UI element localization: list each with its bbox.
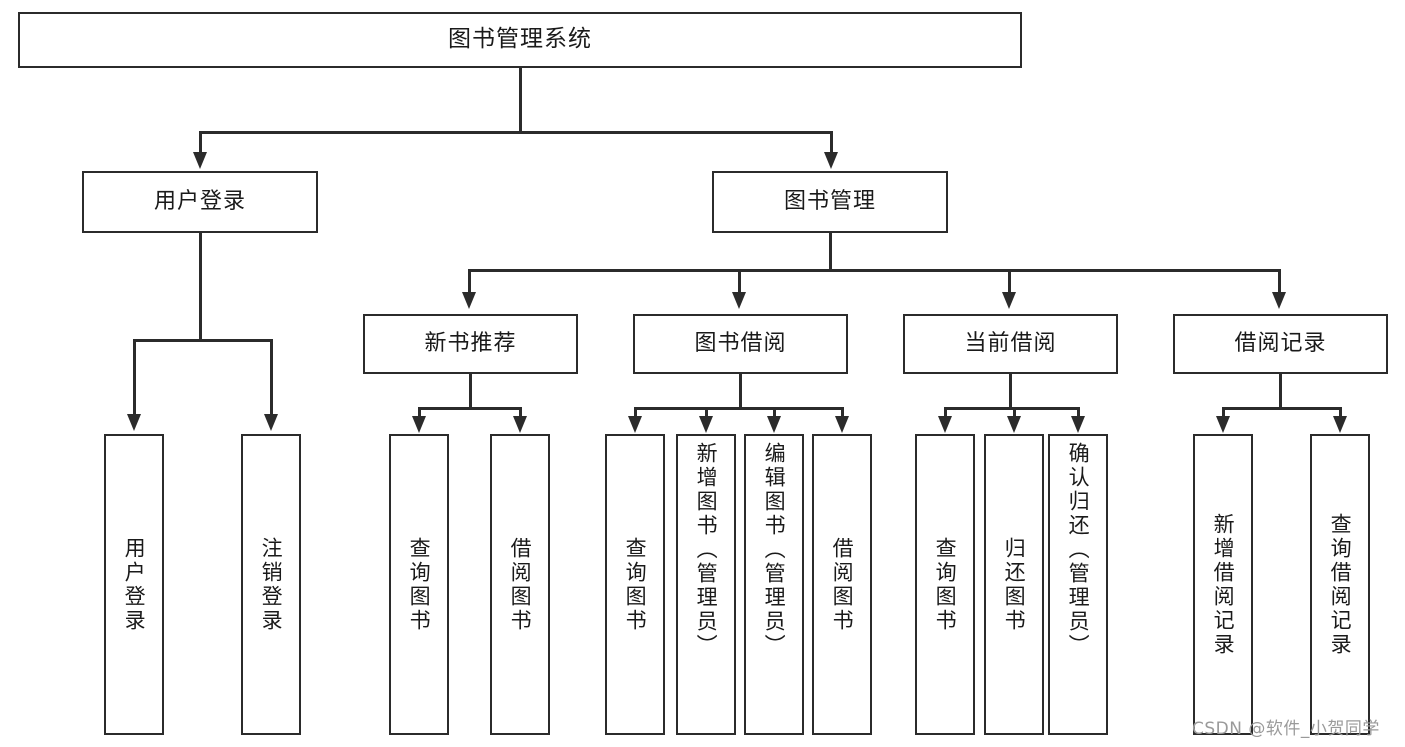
node-label: 图书管理 <box>783 188 876 214</box>
connector-bm-to-new-book <box>468 269 471 294</box>
leaf-user-login[interactable]: 用户登录 <box>104 434 164 735</box>
node-current-borrow[interactable]: 当前借阅 <box>903 314 1118 374</box>
connector-root-to-user-login <box>199 131 202 155</box>
arrowhead-book-management <box>824 152 838 169</box>
arrowhead-bb-leaf-1 <box>628 416 642 433</box>
leaf-label: 查询图书 <box>407 536 432 633</box>
arrowhead-br-leaf-2 <box>1333 416 1347 433</box>
connector-br-bus <box>1222 407 1341 410</box>
leaf-label: 用户登录 <box>122 536 147 633</box>
leaf-query-book-cb[interactable]: 查询图书 <box>915 434 975 735</box>
leaf-logout[interactable]: 注销登录 <box>241 434 301 735</box>
leaf-label: 新增借阅记录 <box>1211 512 1236 657</box>
arrowhead-bb-leaf-4 <box>835 416 849 433</box>
connector-bb-to-leaf-4 <box>841 407 844 419</box>
leaf-label: 查询图书 <box>623 536 648 633</box>
leaf-label: 归还图书 <box>1002 536 1027 633</box>
node-user-login[interactable]: 用户登录 <box>82 171 318 233</box>
leaf-return-book[interactable]: 归还图书 <box>984 434 1044 735</box>
arrowhead-bb-leaf-3 <box>767 416 781 433</box>
arrowhead-leaf-user-login <box>127 414 141 431</box>
leaf-borrow-book-bb[interactable]: 借阅图书 <box>812 434 872 735</box>
leaf-label: 新增图书（管理员） <box>694 442 719 658</box>
arrowhead-cb-leaf-1 <box>938 416 952 433</box>
leaf-label: 确认归还（管理员） <box>1066 442 1091 658</box>
node-borrow-record[interactable]: 借阅记录 <box>1173 314 1388 374</box>
node-new-book-recommend[interactable]: 新书推荐 <box>363 314 578 374</box>
leaf-query-book-nbr[interactable]: 查询图书 <box>389 434 449 735</box>
connector-bb-to-leaf-2 <box>705 407 708 419</box>
node-label: 当前借阅 <box>964 330 1057 356</box>
connector-br-to-leaf-1 <box>1222 407 1225 419</box>
connector-root-to-book-management <box>830 131 833 155</box>
leaf-add-book-admin[interactable]: 新增图书（管理员） <box>676 434 736 735</box>
connector-bm-to-borrow-record <box>1278 269 1281 294</box>
arrowhead-user-login <box>193 152 207 169</box>
connector-bm-to-book-borrow <box>738 269 741 294</box>
connector-bb-bus <box>634 407 843 410</box>
leaf-label: 借阅图书 <box>508 536 533 633</box>
connector-book-management-bus <box>468 269 1280 272</box>
connector-br-stem <box>1279 374 1282 410</box>
connector-bb-stem <box>739 374 742 410</box>
arrowhead-book-borrow <box>732 292 746 309</box>
leaf-add-borrow-record[interactable]: 新增借阅记录 <box>1193 434 1253 735</box>
node-label: 图书管理系统 <box>448 26 592 53</box>
leaf-edit-book-admin[interactable]: 编辑图书（管理员） <box>744 434 804 735</box>
arrowhead-nbr-leaf-2 <box>513 416 527 433</box>
arrowhead-bb-leaf-2 <box>699 416 713 433</box>
connector-br-to-leaf-2 <box>1339 407 1342 419</box>
connector-root-stem <box>519 68 522 132</box>
node-label: 图书借阅 <box>694 330 787 356</box>
connector-user-login-to-leaf-1 <box>133 339 136 417</box>
connector-cb-stem <box>1009 374 1012 410</box>
node-label: 借阅记录 <box>1234 330 1327 356</box>
watermark-text: CSDN @软件_小贺同学 <box>1192 719 1380 739</box>
connector-book-management-stem <box>829 233 832 271</box>
node-label: 新书推荐 <box>424 330 517 356</box>
leaf-label: 注销登录 <box>259 536 284 633</box>
connector-bb-to-leaf-1 <box>634 407 637 419</box>
connector-cb-bus <box>944 407 1078 410</box>
connector-root-bus <box>199 131 831 134</box>
leaf-query-book-bb[interactable]: 查询图书 <box>605 434 665 735</box>
arrowhead-new-book-recommend <box>462 292 476 309</box>
node-root-book-management-system[interactable]: 图书管理系统 <box>18 12 1022 68</box>
node-book-borrow[interactable]: 图书借阅 <box>633 314 848 374</box>
leaf-label: 借阅图书 <box>830 536 855 633</box>
connector-nbr-to-leaf-2 <box>519 407 522 419</box>
arrowhead-borrow-record <box>1272 292 1286 309</box>
leaf-query-borrow-record[interactable]: 查询借阅记录 <box>1310 434 1370 735</box>
connector-nbr-stem <box>469 374 472 410</box>
connector-cb-to-leaf-3 <box>1077 407 1080 419</box>
arrowhead-current-borrow <box>1002 292 1016 309</box>
connector-nbr-to-leaf-1 <box>418 407 421 419</box>
connector-nbr-bus <box>418 407 521 410</box>
arrowhead-leaf-logout <box>264 414 278 431</box>
arrowhead-nbr-leaf-1 <box>412 416 426 433</box>
connector-bm-to-current-borrow <box>1008 269 1011 294</box>
arrowhead-cb-leaf-2 <box>1007 416 1021 433</box>
connector-user-login-to-leaf-2 <box>270 339 273 417</box>
arrowhead-br-leaf-1 <box>1216 416 1230 433</box>
connector-bb-to-leaf-3 <box>773 407 776 419</box>
connector-cb-to-leaf-2 <box>1013 407 1016 419</box>
leaf-borrow-book-nbr[interactable]: 借阅图书 <box>490 434 550 735</box>
node-book-management[interactable]: 图书管理 <box>712 171 948 233</box>
leaf-confirm-return-admin[interactable]: 确认归还（管理员） <box>1048 434 1108 735</box>
connector-cb-to-leaf-1 <box>944 407 947 419</box>
connector-user-login-bus <box>133 339 271 342</box>
node-label: 用户登录 <box>153 188 246 214</box>
leaf-label: 编辑图书（管理员） <box>762 442 787 658</box>
arrowhead-cb-leaf-3 <box>1071 416 1085 433</box>
csdn-watermark: CSDN @软件_小贺同学 <box>1192 714 1380 739</box>
connector-user-login-stem <box>199 233 202 341</box>
leaf-label: 查询图书 <box>933 536 958 633</box>
leaf-label: 查询借阅记录 <box>1328 512 1353 657</box>
